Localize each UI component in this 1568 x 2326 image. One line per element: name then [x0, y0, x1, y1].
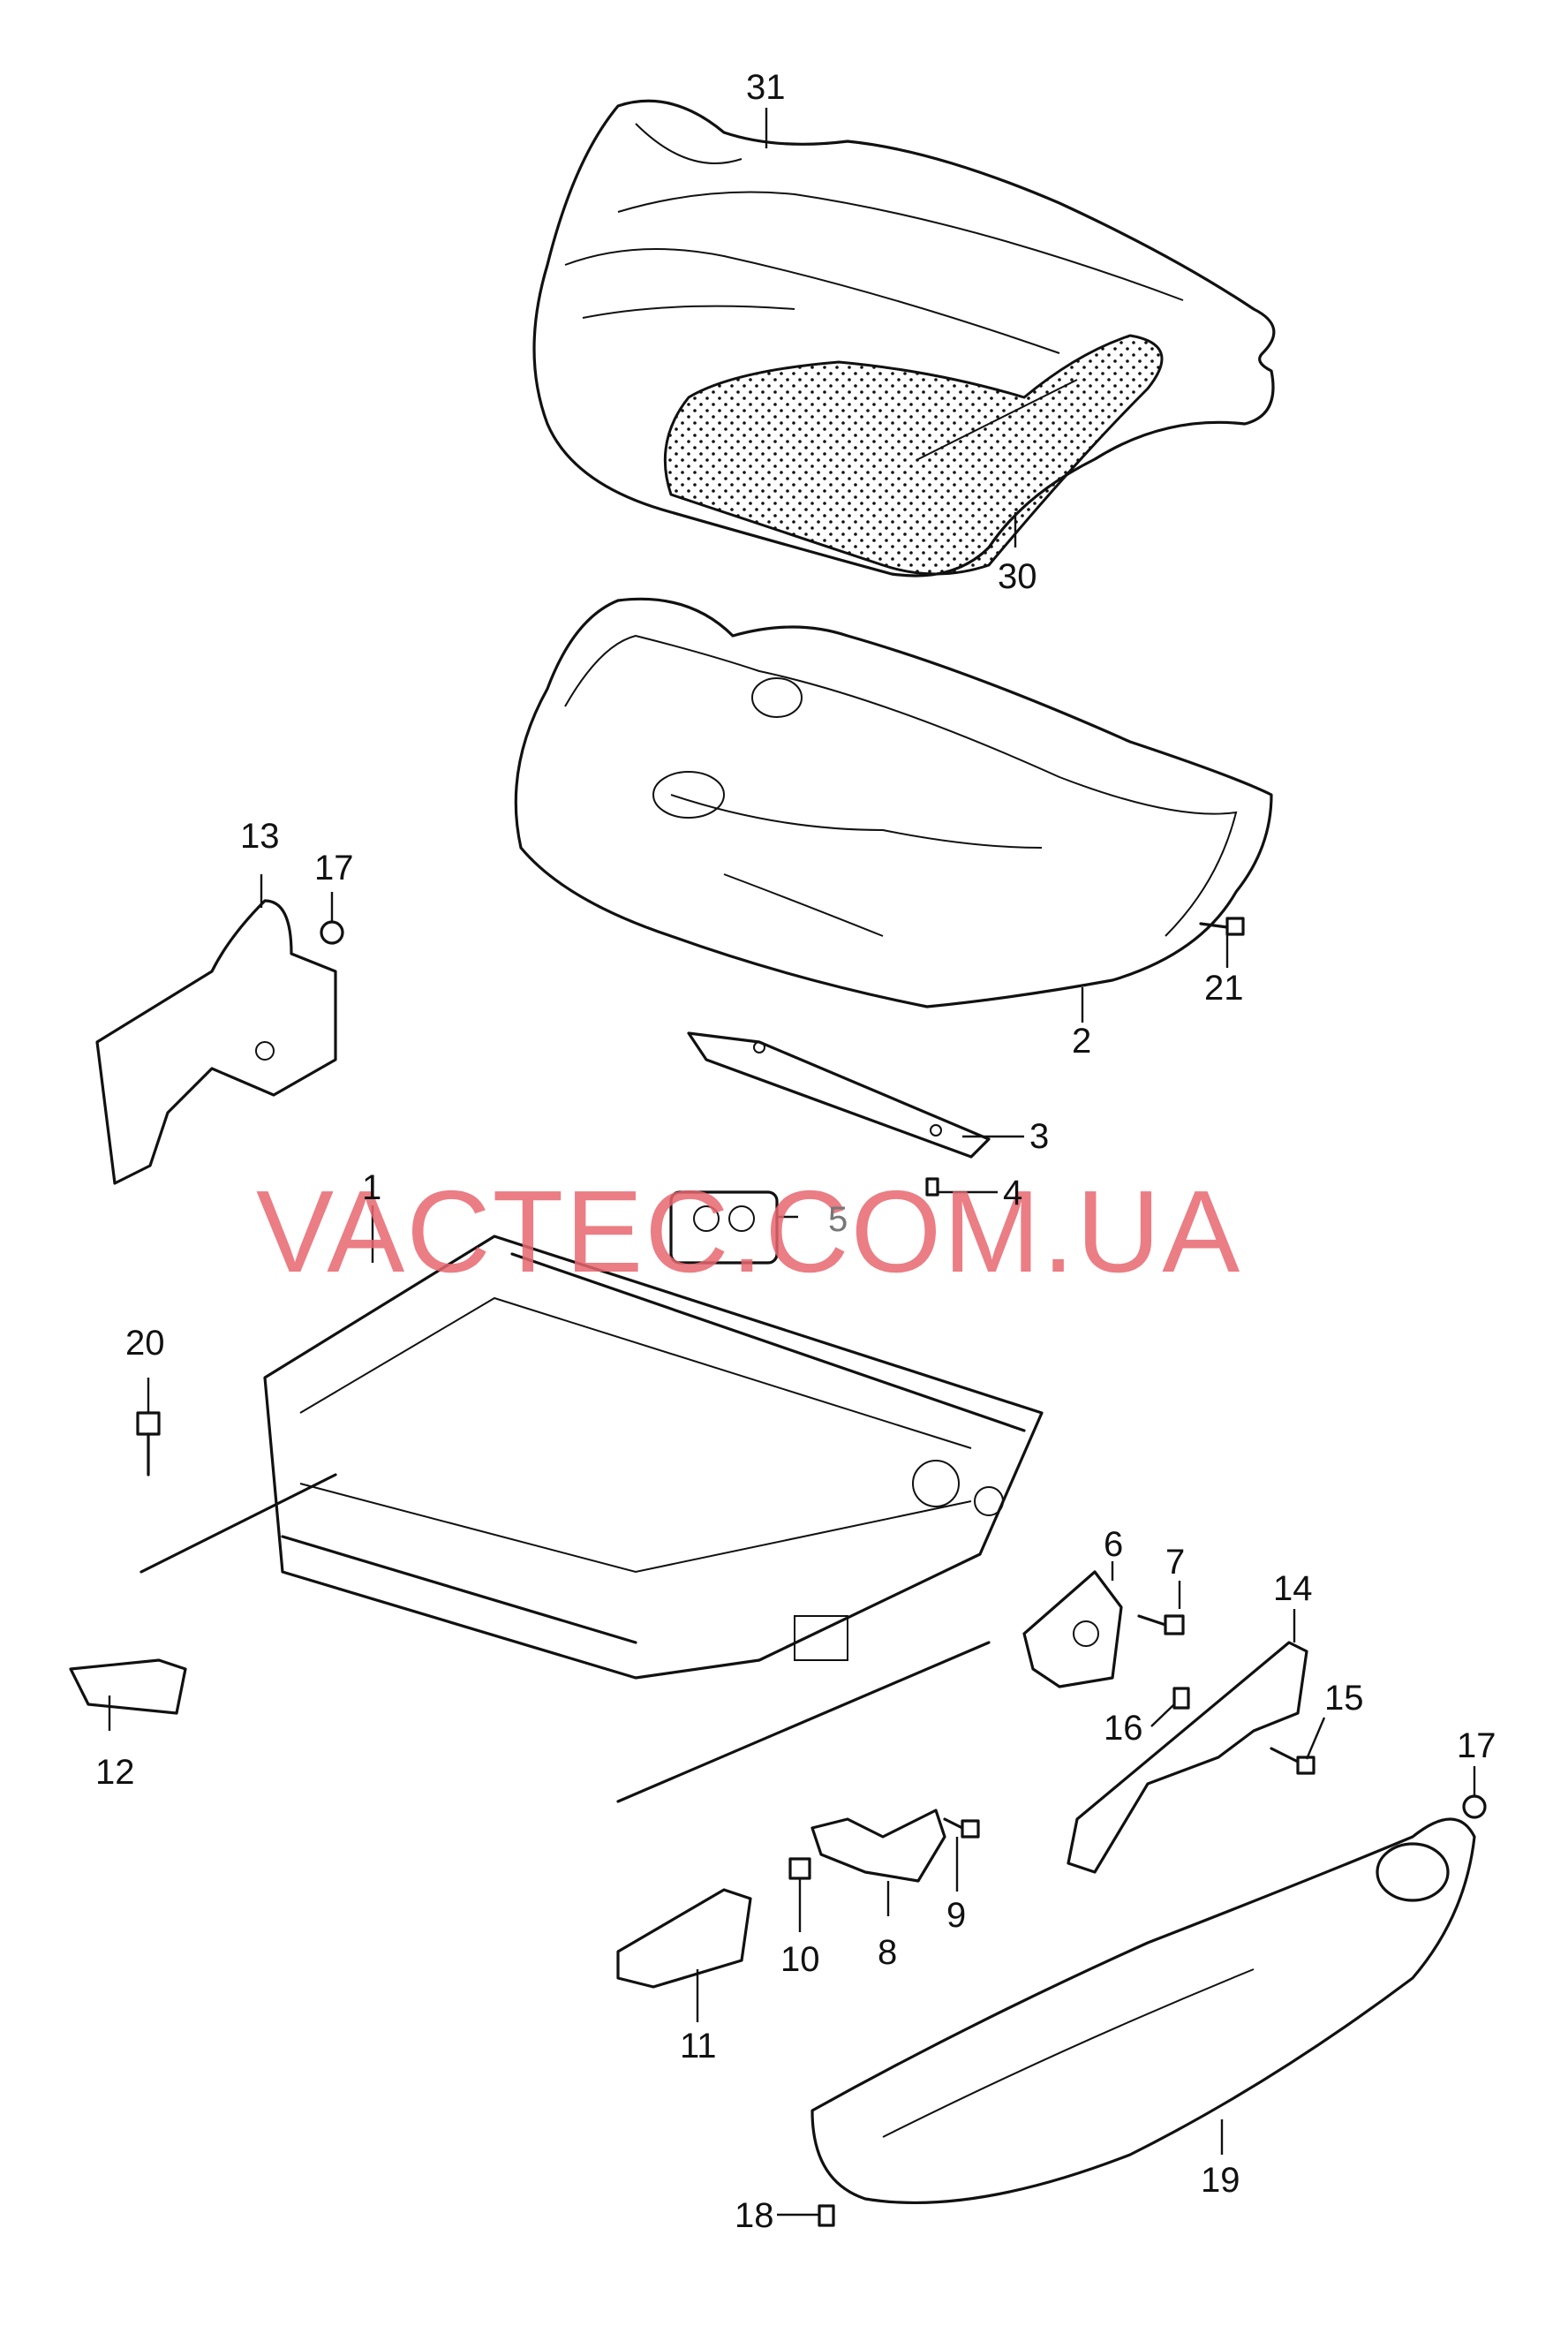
seat-pan-part	[514, 597, 1273, 1008]
adjuster-part-6	[1022, 1570, 1123, 1688]
cap-part-12	[69, 1658, 187, 1715]
nut-part-4	[925, 1177, 939, 1197]
callout-6: 6	[1104, 1525, 1123, 1564]
side-trim-part	[95, 899, 337, 1185]
callout-17-left: 17	[314, 849, 354, 887]
clip-part-17-right	[1462, 1794, 1487, 1819]
callout-4: 4	[1003, 1174, 1022, 1212]
bolt-part-7	[1137, 1614, 1185, 1635]
callout-15: 15	[1324, 1679, 1364, 1718]
bolt-part-21	[1199, 917, 1245, 936]
callout-1: 1	[362, 1168, 381, 1207]
callout-10: 10	[780, 1940, 820, 1979]
bolt-part-15	[1270, 1747, 1315, 1775]
watermark: VACTEC.COM.UA	[256, 1167, 1241, 1296]
motor-part	[669, 1190, 779, 1265]
seat-frame-part	[139, 1235, 1044, 1803]
callout-31: 31	[746, 68, 786, 107]
callouts: 31 30 2 21 13 17 3 4 5 1 20 12 6 7 14 15…	[95, 68, 1496, 2235]
bolt-part-20	[136, 1411, 161, 1476]
seat-cushion-foam-part	[663, 334, 1164, 576]
clip-part-10	[788, 1857, 811, 1880]
clip-part-16	[1172, 1687, 1190, 1710]
callout-9: 9	[946, 1896, 966, 1935]
callout-21: 21	[1204, 969, 1244, 1008]
callout-19: 19	[1201, 2161, 1240, 2200]
callout-5: 5	[828, 1200, 848, 1239]
callout-16: 16	[1104, 1709, 1143, 1748]
bracket-plate-part	[687, 1031, 991, 1159]
callout-14: 14	[1273, 1569, 1313, 1608]
callout-2: 2	[1072, 1022, 1091, 1061]
frame-trim-part-14	[1067, 1641, 1308, 1874]
callout-20: 20	[125, 1324, 165, 1363]
cap-part-11	[616, 1888, 752, 1989]
callout-30: 30	[998, 557, 1037, 596]
callout-13: 13	[240, 817, 280, 856]
callout-12: 12	[95, 1753, 135, 1792]
callout-11: 11	[680, 2027, 717, 2065]
leader-lines	[108, 108, 1476, 2216]
side-panel-part-19	[810, 1817, 1476, 2205]
bolt-part-9	[943, 1817, 980, 1839]
callout-18: 18	[735, 2196, 774, 2235]
clip-part-17-left	[320, 920, 344, 945]
callout-3: 3	[1029, 1117, 1049, 1156]
bracket-part-8	[810, 1809, 946, 1883]
callout-7: 7	[1165, 1543, 1185, 1582]
callout-8: 8	[878, 1933, 897, 1972]
callout-17-right: 17	[1457, 1726, 1496, 1765]
clip-part-18	[818, 2204, 835, 2227]
